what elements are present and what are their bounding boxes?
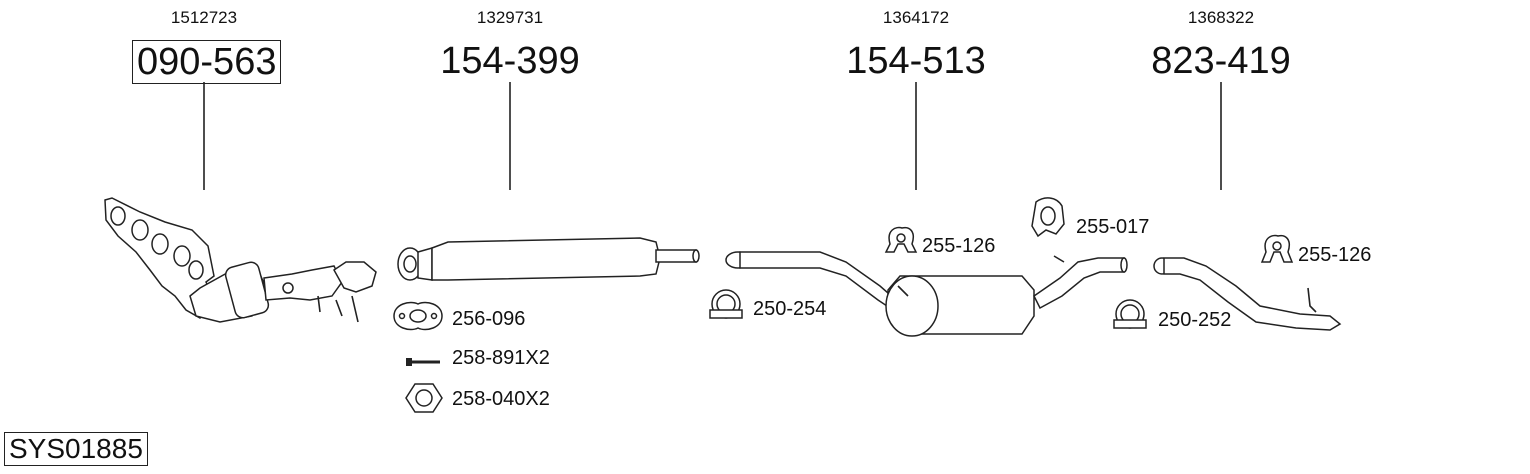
accessory-label[interactable]: 258-040X2: [452, 388, 550, 410]
accessory-label[interactable]: 255-017: [1076, 216, 1150, 238]
middle-rear-muffler-drawing: [725, 251, 1128, 337]
part-number[interactable]: 823-419: [1151, 40, 1291, 82]
bolt-icon: [406, 358, 440, 366]
clamp-icon-250-252: [1113, 299, 1147, 329]
hanger-icon-255-126-b: [1260, 234, 1294, 263]
gasket-icon: [393, 301, 443, 331]
accessory-label[interactable]: 250-254: [753, 298, 827, 320]
system-code: SYS01885: [4, 432, 148, 467]
part-number[interactable]: 090-563: [132, 40, 282, 84]
part-number[interactable]: 154-399: [440, 40, 580, 82]
accessory-label[interactable]: 250-252: [1158, 309, 1232, 331]
accessory-label[interactable]: 255-126: [1298, 244, 1372, 266]
nut-icon: [405, 383, 443, 413]
tail-pipe-drawing: [1153, 257, 1342, 331]
clamp-icon-250-254: [709, 289, 743, 319]
accessory-label[interactable]: 258-891X2: [452, 347, 550, 369]
part-number[interactable]: 154-513: [846, 40, 986, 82]
oem-number: 1329731: [476, 8, 544, 27]
oem-number: 1368322: [1187, 8, 1255, 27]
accessory-label[interactable]: 255-126: [922, 235, 996, 257]
oem-number: 1512723: [170, 8, 238, 27]
front-muffler-drawing: [397, 237, 700, 281]
oem-number: 1364172: [882, 8, 950, 27]
accessory-label[interactable]: 256-096: [452, 308, 526, 330]
manifold-catalyst-drawing: [104, 197, 377, 323]
hanger-icon-255-017: [1031, 197, 1065, 238]
hanger-icon-255-126-a: [884, 226, 918, 253]
